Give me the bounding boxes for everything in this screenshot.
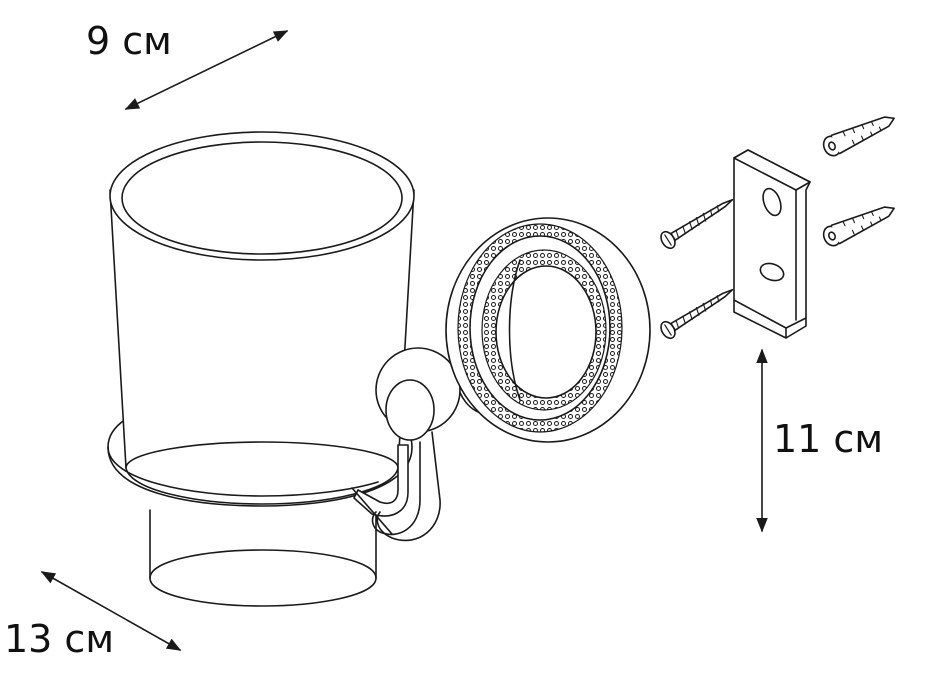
height-dimension-label: 11 см <box>773 417 883 461</box>
width-dimension-arrow <box>124 31 289 109</box>
wall-plug-icon <box>821 109 899 248</box>
decorative-rosette-icon <box>446 218 650 442</box>
holder-ring-lip <box>108 447 378 496</box>
mounting-bracket-icon <box>734 150 810 338</box>
depth-dimension-arrow <box>40 572 182 650</box>
width-dimension-label: 9 см <box>86 19 172 63</box>
screw-icon <box>658 192 737 341</box>
glass-tumbler-icon <box>110 132 414 504</box>
holder-arm-icon <box>352 432 440 540</box>
depth-dimension-label: 13 см <box>4 617 114 661</box>
